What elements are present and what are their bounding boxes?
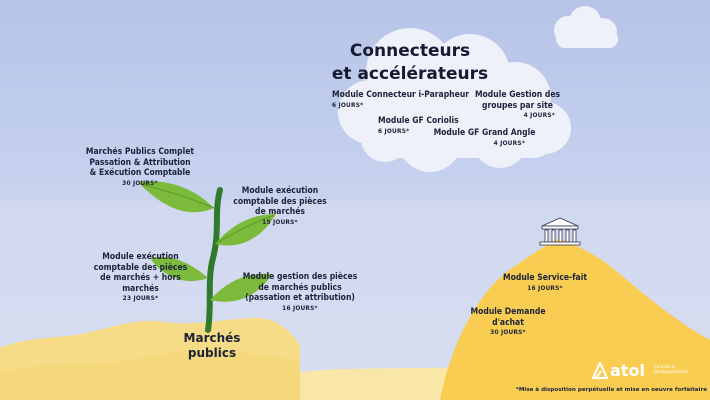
leaf-lower-left [150, 256, 208, 282]
marches-publics-label: Marchés publics [183, 331, 241, 360]
module-demande-achat: Module Demande d'achat 30 JOURS* [470, 307, 546, 336]
left-hill-shade [0, 350, 300, 400]
module-execution-hors-marches: Module exécution comptable des pièces de… [93, 252, 188, 302]
leaf-top-left [138, 181, 214, 213]
title-line-2: et accélérateurs [331, 64, 489, 84]
module-connecteur-iparapheur: Module Connecteur i-Parapheur 6 JOURS* [332, 90, 470, 109]
footnote: *Mise à disposition perpétuelle et mise … [515, 387, 707, 393]
section-title: Connecteurs et accélérateurs [330, 40, 490, 86]
right-mountain [440, 238, 710, 400]
title-line-1: Connecteurs [349, 41, 471, 61]
cloud-large [338, 28, 571, 172]
leaf-lower-right [210, 273, 272, 302]
module-gestion-groupes: Module Gestion des groupes par site 4 JO… [474, 90, 561, 119]
atol-logo-tagline: Conseils & Développements [654, 364, 689, 374]
atol-logo: atol Conseils & Développements [592, 361, 702, 383]
leaf-middle-right [215, 214, 276, 246]
cloud-small [554, 6, 618, 48]
module-execution-comptable: Module exécution comptable des pièces de… [233, 186, 327, 226]
building-icon [539, 217, 581, 246]
atol-logo-word: atol [610, 361, 645, 380]
module-gf-grand-angle: Module GF Grand Angle 4 JOURS* [433, 128, 536, 147]
plant-stem [205, 187, 223, 333]
atol-logo-icon [592, 362, 608, 379]
module-marches-publics-complet: Marchés Publics Complet Passation & Attr… [85, 147, 195, 187]
module-gestion-pieces: Module gestion des pièces de marchés pub… [242, 272, 358, 312]
module-service-fait: Module Service-fait 16 JOURS* [503, 273, 587, 292]
module-gf-coriolis: Module GF Coriolis 6 JOURS* [378, 116, 459, 135]
